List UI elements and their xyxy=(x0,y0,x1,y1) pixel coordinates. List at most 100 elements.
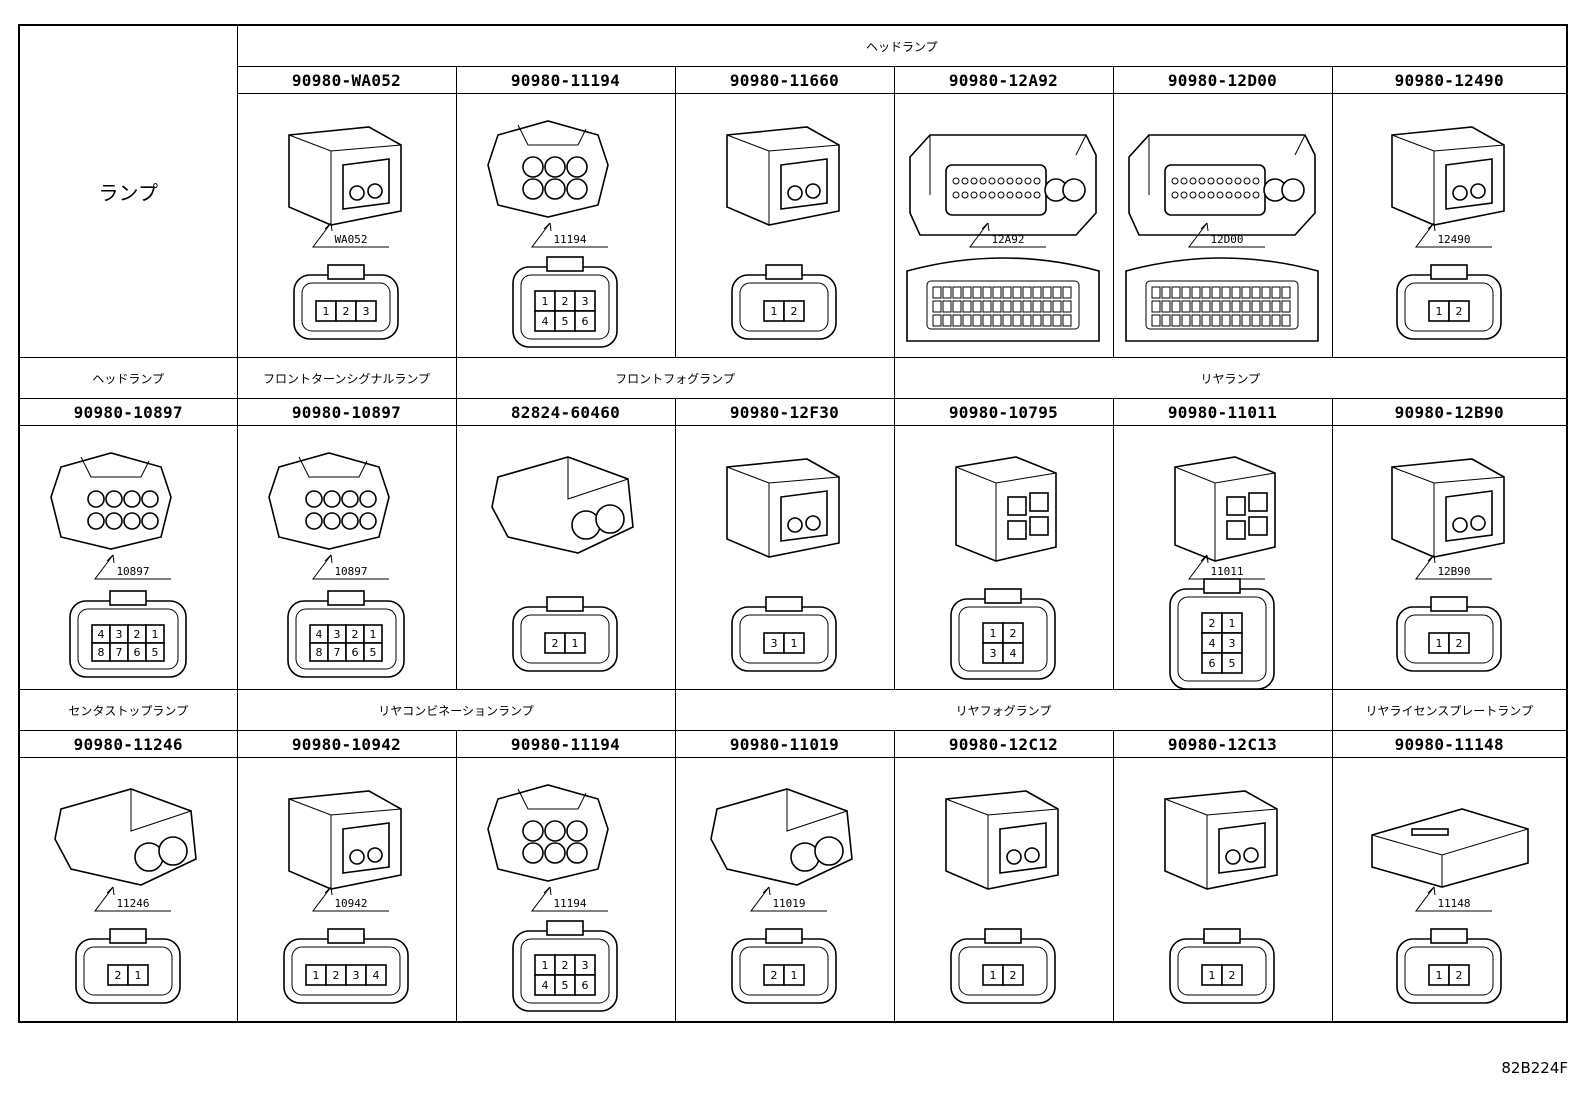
connector-90980-wa052-body xyxy=(288,125,402,226)
group-header: リヤコンビネーションランプ xyxy=(236,689,676,731)
pin-number: 2 xyxy=(352,628,359,641)
connector-90980-10897-body xyxy=(268,451,390,550)
part-number[interactable]: 90980-10897 xyxy=(18,398,238,426)
part-number[interactable]: 90980-11246 xyxy=(18,730,238,758)
part-number[interactable]: 90980-12C13 xyxy=(1112,730,1333,758)
part-number[interactable]: 90980-12F30 xyxy=(674,398,895,426)
connector-90980-11246-body xyxy=(53,787,197,886)
pin-cell xyxy=(564,631,586,654)
part-number[interactable]: 82824-60460 xyxy=(455,398,676,426)
connector-90980-12d00-body xyxy=(1128,133,1316,236)
connector-90980-12f30-body xyxy=(726,457,840,558)
part-number[interactable]: 90980-11019 xyxy=(674,730,895,758)
pin-number: 6 xyxy=(352,646,359,659)
connector-drawing: 12A92 xyxy=(906,133,1100,342)
pin-number: 3 xyxy=(115,628,122,641)
pin-number: 1 xyxy=(1435,305,1442,318)
callout-label: 11148 xyxy=(1437,897,1470,910)
part-number[interactable]: 90980-10897 xyxy=(236,398,457,426)
pin-number: 4 xyxy=(373,969,380,982)
pin-number: 4 xyxy=(1010,647,1017,660)
pin-cell xyxy=(783,299,805,322)
connector-90980-11660-body xyxy=(726,125,840,226)
pin-number: 8 xyxy=(97,646,104,659)
group-header: リヤライセンスプレートランプ xyxy=(1331,689,1568,731)
pin-cell xyxy=(365,963,387,986)
callout-label: 12B90 xyxy=(1437,565,1470,578)
connector-82824-60460-body xyxy=(491,455,634,554)
part-number[interactable]: 90980-10942 xyxy=(236,730,457,758)
part-number[interactable]: 90980-12D00 xyxy=(1112,66,1333,94)
diagram-code: 82B224F xyxy=(1501,1059,1568,1077)
pin-number: 2 xyxy=(1209,617,1216,630)
connector-cell: 12A92 xyxy=(893,93,1114,358)
pin-cell xyxy=(1221,963,1243,986)
part-number[interactable]: 90980-11660 xyxy=(674,66,895,94)
pin-number: 6 xyxy=(1209,657,1216,670)
part-number[interactable]: 90980-10795 xyxy=(893,398,1114,426)
connector-90980-11148-callout: 11148 xyxy=(1414,886,1492,911)
pin-number: 5 xyxy=(151,646,158,659)
pin-number: 2 xyxy=(1455,969,1462,982)
pin-number: 1 xyxy=(151,628,158,641)
part-number[interactable]: 90980-12B90 xyxy=(1331,398,1568,426)
pin-number: 1 xyxy=(1435,637,1442,650)
callout-label: 12490 xyxy=(1437,233,1470,246)
pin-number: 1 xyxy=(1229,617,1236,630)
part-number[interactable]: 90980-WA052 xyxy=(236,66,457,94)
pin-number: 2 xyxy=(1229,969,1236,982)
connector-90980-10942-body xyxy=(288,789,402,890)
connector-90980-10897-callout: 10897 xyxy=(312,554,389,579)
pin-number: 2 xyxy=(562,295,569,308)
pin-number: 3 xyxy=(353,969,360,982)
pin-number: 5 xyxy=(370,646,377,659)
connector-90980-12d00-face xyxy=(1125,256,1319,342)
pin-number: 1 xyxy=(791,969,798,982)
pin-number: 1 xyxy=(313,969,320,982)
callout-label: 11011 xyxy=(1210,565,1243,578)
pin-number: 6 xyxy=(133,646,140,659)
pin-number: 3 xyxy=(363,305,370,318)
connector-90980-12a92-callout: 12A92 xyxy=(969,222,1046,247)
callout-label: 11194 xyxy=(553,897,586,910)
part-number[interactable]: 90980-11194 xyxy=(455,66,676,94)
pin-cell xyxy=(1221,651,1243,674)
pin-number: 3 xyxy=(1229,637,1236,650)
part-number[interactable]: 90980-11194 xyxy=(455,730,676,758)
pin-number: 5 xyxy=(562,315,569,328)
connector-90980-12a92-body xyxy=(909,133,1097,236)
callout-label: 11246 xyxy=(116,897,149,910)
connector-90980-12c12-body xyxy=(945,789,1059,890)
pin-number: 1 xyxy=(542,959,549,972)
pin-number: 1 xyxy=(572,637,579,650)
connector-cell: 12D00 xyxy=(1112,93,1333,358)
pin-number: 3 xyxy=(334,628,341,641)
part-number[interactable]: 90980-12A92 xyxy=(893,66,1114,94)
part-number[interactable]: 90980-11011 xyxy=(1112,398,1333,426)
connector-90980-12490-body xyxy=(1390,125,1505,226)
group-header: リヤフォグランプ xyxy=(674,689,1333,731)
connector-90980-10897-callout: 10897 xyxy=(93,554,171,579)
group-header: フロントフォグランプ xyxy=(455,357,895,399)
callout-label: 11019 xyxy=(772,897,805,910)
part-number[interactable]: 90980-12C12 xyxy=(893,730,1114,758)
part-number[interactable]: 90980-11148 xyxy=(1331,730,1568,758)
group-header: リヤランプ xyxy=(893,357,1568,399)
pin-number: 5 xyxy=(562,979,569,992)
pin-number: 2 xyxy=(552,637,559,650)
part-number[interactable]: 90980-12490 xyxy=(1331,66,1568,94)
